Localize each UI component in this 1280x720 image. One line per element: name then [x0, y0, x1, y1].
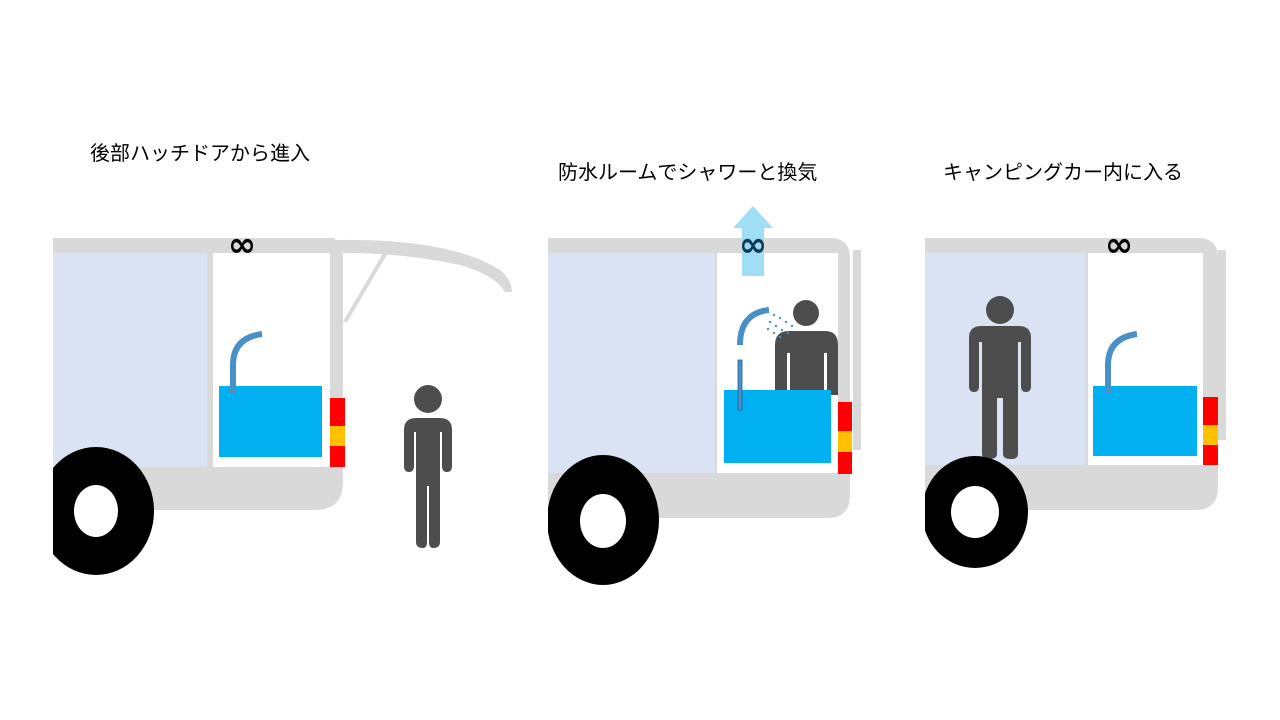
- panel-3-title: キャンピングカー内に入る: [943, 160, 1183, 184]
- water-tank: [1093, 386, 1197, 456]
- panel-1-van: ∞: [53, 225, 512, 575]
- water-tank: [219, 386, 322, 457]
- water-spray-icon: [766, 313, 794, 339]
- shower-hose: [737, 359, 743, 411]
- ventilation-arrow-icon: [733, 206, 773, 276]
- panel-2-title: 防水ルームでシャワーと換気: [558, 160, 817, 184]
- van-window: [548, 253, 715, 473]
- tail-light-amber: [1203, 425, 1218, 445]
- tail-light-red: [330, 398, 345, 426]
- wheel: [548, 455, 659, 585]
- tail-light-red: [1203, 397, 1218, 425]
- tail-light-amber: [330, 426, 345, 446]
- wheel: [53, 447, 154, 575]
- panel-2-van: ∞: [548, 206, 861, 585]
- hatch-door-closed: [1218, 250, 1226, 440]
- tail-light-red: [1203, 445, 1218, 465]
- tail-light-amber: [838, 431, 852, 452]
- hatch-strut: [343, 252, 387, 324]
- van-roof: [53, 238, 335, 253]
- shower-head-icon: [1105, 331, 1138, 393]
- panel-1-title: 後部ハッチドアから進入: [90, 141, 310, 165]
- hatch-door-closed: [853, 250, 861, 450]
- person-icon: [969, 296, 1031, 459]
- open-hatch-door: [335, 239, 512, 292]
- tail-light-red: [838, 452, 852, 474]
- vent-fan-icon: ∞: [1105, 225, 1133, 265]
- wheel: [925, 456, 1028, 568]
- panel-3-van: ∞: [925, 225, 1226, 568]
- vent-fan-icon: ∞: [228, 225, 256, 265]
- shower-head-icon: [230, 331, 263, 393]
- van-window: [53, 253, 207, 467]
- shower-head-icon: [737, 307, 770, 346]
- person-showering-icon: [775, 300, 838, 395]
- vent-fan-icon: ∞: [739, 225, 767, 265]
- tail-light-red: [838, 402, 852, 431]
- person-icon: [404, 385, 452, 548]
- tail-light-red: [330, 446, 345, 467]
